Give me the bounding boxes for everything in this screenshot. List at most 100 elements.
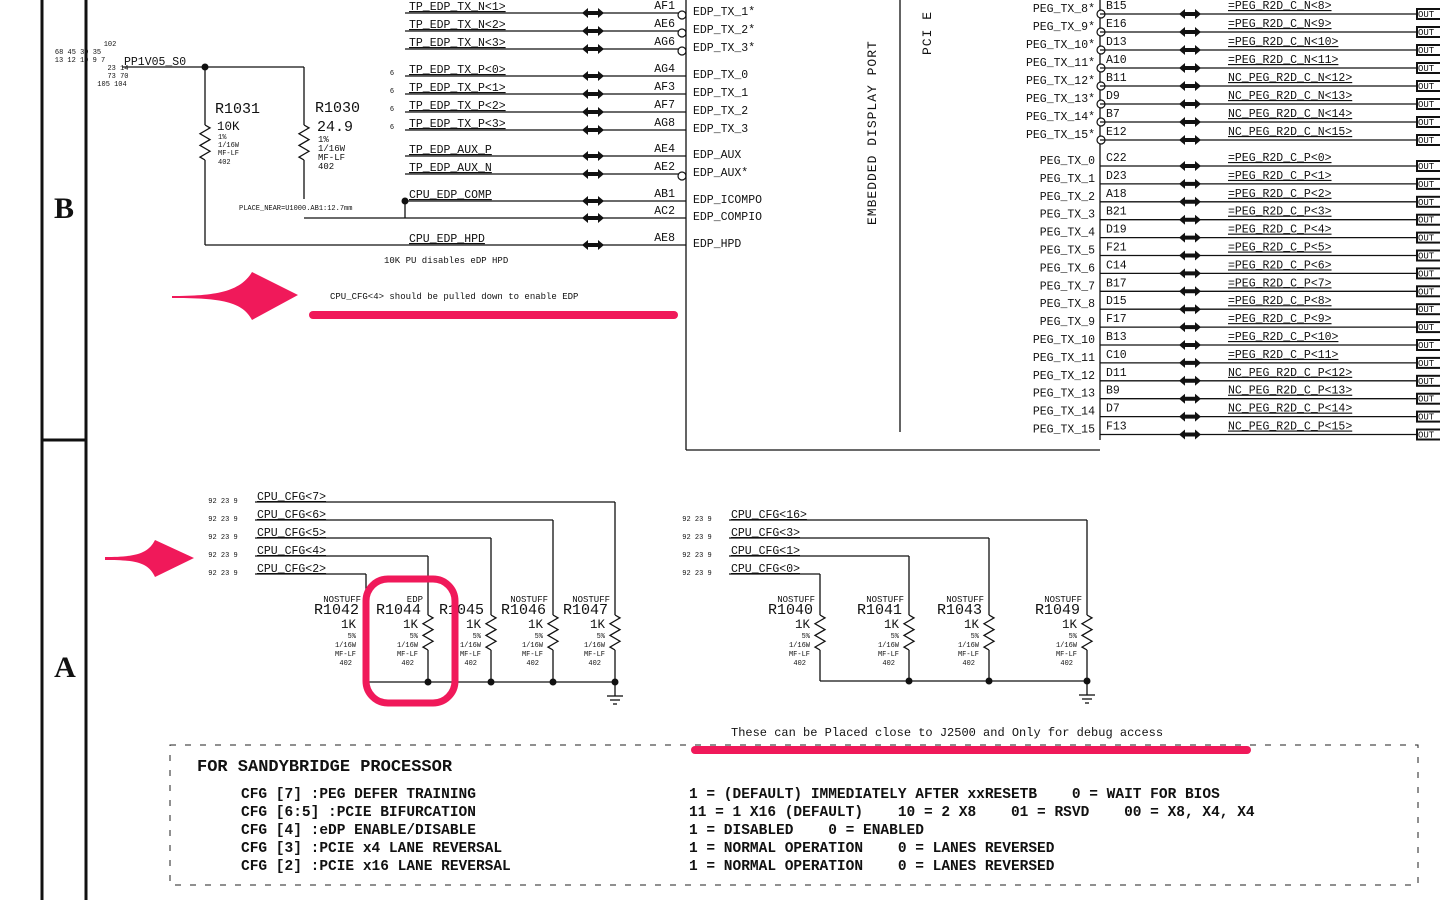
cfg-net-label: CPU_CFG<1> — [731, 545, 800, 558]
out-port-flag — [1416, 321, 1440, 334]
resistor-power: 1/16W — [318, 144, 346, 154]
resistor-power: 1/16W — [878, 642, 900, 650]
inverted-pin-bubble-icon — [677, 28, 687, 38]
peg-net-label: NC_PEG_R2D_C_N<14> — [1228, 108, 1352, 121]
cfg-description: CFG [3] :PCIE x4 LANE REVERSAL — [241, 841, 502, 857]
resistor-type: MF-LF — [584, 651, 605, 659]
resistor-value: 1K — [884, 618, 900, 632]
cfg-net-label: CPU_CFG<2> — [257, 563, 326, 576]
bidirectional-arrow-icon — [582, 169, 604, 179]
edp-net-label: CPU_EDP_COMP — [409, 189, 492, 202]
out-port-label: OUT — [1418, 413, 1435, 423]
power-net-label: PP1V05_S0 — [124, 56, 186, 69]
edp-net-label: TP_EDP_TX_N<3> — [409, 37, 506, 50]
out-port-flag — [1416, 62, 1440, 74]
resistor-r1046 — [546, 614, 560, 651]
pin-ball-label: F21 — [1106, 242, 1127, 255]
resistor-tolerance: 5% — [410, 633, 419, 641]
power-net-ref: 73 70 — [107, 73, 128, 81]
pin-ball-label: AF1 — [654, 0, 675, 13]
bidirectional-arrow-icon — [1179, 81, 1201, 91]
net-page-ref: 92 23 9 — [208, 534, 237, 542]
resistor-size: 402 — [526, 660, 539, 668]
resistor-tolerance: 5% — [971, 633, 980, 641]
cfg-net-label: CPU_CFG<3> — [731, 527, 800, 540]
resistor-ref: R1030 — [315, 100, 360, 117]
resistor-option: NOSTUFF — [510, 595, 548, 605]
pin-signal-name: EDP_TX_2 — [693, 105, 748, 118]
cfg-net-label: CPU_CFG<6> — [257, 509, 326, 522]
resistor-r1044 — [421, 614, 435, 651]
out-port-label: OUT — [1418, 118, 1435, 128]
pin-ball-label: A10 — [1106, 54, 1127, 67]
resistor-power: 1/16W — [1056, 642, 1078, 650]
out-port-label: OUT — [1418, 395, 1435, 405]
pin-signal-name: PEG_TX_10* — [1026, 39, 1095, 52]
resistor-value: 1K — [403, 618, 419, 632]
pin-ball-label: AF3 — [654, 81, 675, 94]
bidirectional-arrow-icon — [1179, 214, 1201, 225]
resistor-r1047 — [608, 614, 622, 651]
inverted-pin-bubble-icon — [677, 10, 687, 20]
bidirectional-arrow-icon — [582, 125, 604, 135]
block-title-edp: EMBEDDED DISPLAY PORT — [865, 40, 880, 225]
out-port-label: OUT — [1418, 100, 1435, 110]
out-port-flag — [1416, 8, 1440, 20]
resistor-tolerance: 1% — [218, 134, 227, 142]
resistor-power: 1/16W — [218, 142, 240, 150]
bidirectional-arrow-icon — [582, 107, 604, 117]
pin-ball-label: AB1 — [654, 188, 675, 201]
out-port-flag — [1416, 339, 1440, 351]
resistor-ref: R1049 — [1035, 602, 1080, 619]
peg-net-label: NC_PEG_R2D_C_N<12> — [1228, 72, 1352, 85]
bidirectional-arrow-icon — [1179, 45, 1201, 55]
resistor-type: MF-LF — [878, 651, 899, 659]
net-page-ref: 92 23 9 — [208, 516, 237, 524]
resistor-option: NOSTUFF — [946, 595, 984, 605]
resistor-type: MF-LF — [335, 651, 356, 659]
out-port-label: OUT — [1418, 28, 1435, 38]
resistor-tolerance: 5% — [473, 633, 482, 641]
resistor-tolerance: 5% — [597, 633, 606, 641]
out-port-flag — [1416, 285, 1440, 298]
pin-signal-name: EDP_TX_3 — [693, 123, 748, 136]
resistor-tolerance: 5% — [802, 633, 811, 641]
resistor-ref: R1043 — [937, 602, 982, 619]
power-net-ref: 13 12 10 9 7 — [55, 57, 105, 65]
peg-net-label: =PEG_R2D_C_N<11> — [1228, 54, 1339, 67]
pin-signal-name: PEG_TX_11 — [1033, 352, 1095, 365]
resistor-r1041 — [902, 614, 916, 651]
resistor-size: 402 — [1060, 660, 1073, 668]
resistor-value: 1K — [1062, 618, 1078, 632]
out-port-label: OUT — [1418, 64, 1435, 74]
pin-signal-name: PEG_TX_12 — [1033, 370, 1095, 383]
hpd-note: 10K PU disables eDP HPD — [384, 256, 508, 266]
annotation-note: CPU_CFG<4> should be pulled down to enab… — [330, 292, 578, 302]
resistor-value: 1K — [590, 618, 606, 632]
cfg-values: 1 = NORMAL OPERATION 0 = LANES REVERSED — [689, 841, 1055, 857]
resistor-ref: R1031 — [215, 101, 260, 118]
bidirectional-arrow-icon — [1179, 27, 1201, 37]
bidirectional-arrow-icon — [1179, 304, 1201, 315]
cfg-description: CFG [7] :PEG DEFER TRAINING — [241, 787, 476, 803]
pin-signal-name: PEG_TX_14* — [1026, 111, 1095, 124]
resistor-r1040 — [813, 614, 827, 651]
out-port-label: OUT — [1418, 136, 1435, 146]
pin-signal-name: PEG_TX_7 — [1040, 280, 1095, 293]
pin-ball-label: B11 — [1106, 72, 1127, 85]
pin-signal-name: PEG_TX_2 — [1040, 191, 1095, 204]
out-port-flag — [1416, 160, 1440, 172]
pin-signal-name: EDP_AUX — [693, 149, 741, 162]
pin-signal-name: PEG_TX_6 — [1040, 262, 1095, 275]
resistor-option: NOSTUFF — [572, 595, 610, 605]
resistor-ref: R1041 — [857, 602, 902, 619]
peg-net-label: NC_PEG_R2D_C_P<15> — [1228, 421, 1352, 434]
pin-ball-label: D15 — [1106, 295, 1127, 308]
resistor-value: 1K — [466, 618, 482, 632]
pin-signal-name: EDP_TX_3* — [693, 42, 755, 55]
pin-ball-label: E16 — [1106, 18, 1127, 31]
pin-signal-name: EDP_TX_1 — [693, 87, 748, 100]
net-page-ref: 92 23 9 — [682, 534, 711, 542]
out-port-label: OUT — [1418, 323, 1435, 333]
bidirectional-arrow-icon — [1179, 196, 1201, 207]
